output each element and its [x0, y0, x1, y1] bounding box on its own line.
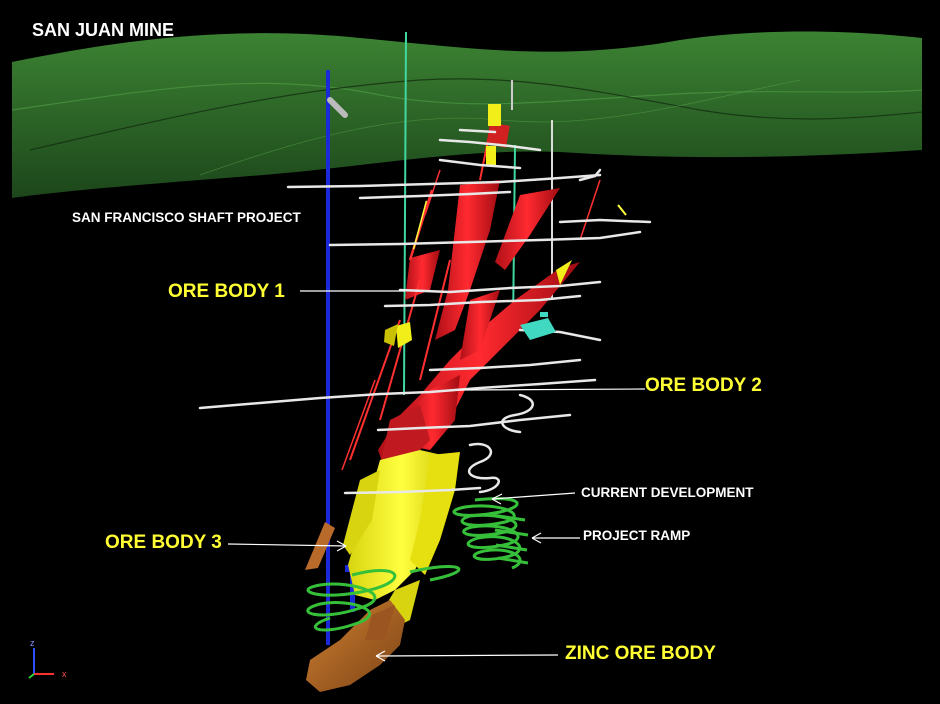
arrow-ore-body-3	[336, 540, 347, 552]
leader-lines	[227, 290, 646, 662]
arrow-project-ramp	[531, 532, 542, 544]
red-ore-bodies	[341, 122, 601, 471]
label-shaft-project: SAN FRANCISCO SHAFT PROJECT	[72, 210, 301, 225]
project-ramps	[306, 497, 529, 632]
arrow-current-development	[491, 493, 503, 505]
axis-z-label: z	[30, 638, 35, 648]
label-ore-body-2: ORE BODY 2	[645, 375, 762, 396]
development-drifts	[198, 97, 652, 495]
arrow-zinc	[375, 650, 386, 662]
leader-ore-body-3	[227, 543, 347, 547]
axis-x-label: x	[62, 669, 67, 679]
leader-ore-body-2	[459, 388, 646, 391]
label-ore-body-1: ORE BODY 1	[168, 281, 285, 302]
cyan-workings	[520, 312, 556, 340]
label-current-development: CURRENT DEVELOPMENT	[581, 485, 754, 500]
label-ore-body-3: ORE BODY 3	[105, 532, 222, 553]
label-zinc-ore-body: ZINC ORE BODY	[565, 643, 716, 664]
label-project-ramp: PROJECT RAMP	[583, 528, 691, 543]
diagram-title: SAN JUAN MINE	[32, 20, 175, 40]
axis-triad: z x	[24, 634, 74, 684]
terrain-surface	[11, 31, 923, 198]
leader-current-development	[491, 492, 576, 500]
leader-zinc	[375, 654, 559, 657]
